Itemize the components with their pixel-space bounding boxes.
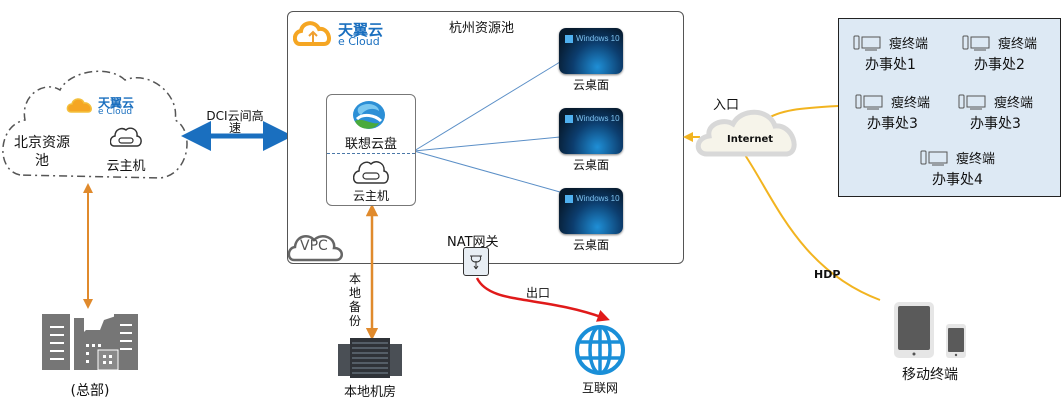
ecloud-logo-icon <box>66 98 92 113</box>
vpc-cloud-icon <box>287 234 343 262</box>
cloud-desktop-3[interactable]: Windows 10 云桌面 <box>559 188 623 253</box>
windows-10-icon: Windows 10 <box>559 28 623 74</box>
headquarters-label: (总部) <box>70 383 110 399</box>
lenovo-cloud-disk-icon <box>353 101 385 129</box>
office-terminal-5[interactable]: 瘦终端 办事处4 <box>920 148 995 189</box>
nat-gateway-icon[interactable] <box>463 247 489 276</box>
office-terminal-1[interactable]: 瘦终端 办事处1 <box>853 33 928 74</box>
os-label: Windows 10 <box>576 194 620 203</box>
thin-client-icon <box>962 35 990 50</box>
internet-label: 互联网 <box>581 381 618 395</box>
windows-logo-icon <box>565 195 573 203</box>
internet-cloud-label: Internet <box>726 134 773 145</box>
thin-client-icon <box>920 150 948 165</box>
hdp-label: HDP <box>814 268 841 281</box>
os-label: Windows 10 <box>576 34 620 43</box>
office-terminal-2[interactable]: 瘦终端 办事处2 <box>962 33 1037 74</box>
mobile-terminal-label: 移动终端 <box>902 367 958 383</box>
cloud-host-icon <box>353 161 389 184</box>
thin-client-icon <box>853 35 881 50</box>
beijing-pool-label: 北京资源池 <box>14 135 70 169</box>
ecloud-logo-cn: 天翼云 <box>98 96 135 110</box>
office-name: 办事处1 <box>865 57 916 73</box>
desktop-link-3 <box>413 150 561 193</box>
exit-label: 出口 <box>526 286 551 300</box>
cloud-desktop-2[interactable]: Windows 10 云桌面 <box>559 108 623 173</box>
thin-client-icon <box>958 94 986 109</box>
ecloud-logo-en: e Cloud <box>98 107 133 117</box>
mobile-devices-icon <box>894 302 966 358</box>
windows-10-icon: Windows 10 <box>559 108 623 154</box>
cloud-desktop-1[interactable]: Windows 10 云桌面 <box>559 28 623 93</box>
plug-icon <box>470 255 482 270</box>
cloud-desktop-label: 云桌面 <box>572 238 609 252</box>
hdp-link <box>744 154 881 301</box>
vpc-badge: VPC <box>287 230 348 266</box>
office-terminal-3[interactable]: 瘦终端 办事处3 <box>855 92 930 133</box>
dci-label: DCI云间高速 <box>206 109 264 135</box>
beijing-cloud-host-label: 云主机 <box>106 159 146 174</box>
thin-client-label: 瘦终端 <box>889 37 929 52</box>
thin-client-label: 瘦终端 <box>998 37 1038 52</box>
beijing-ecloud-logo: 天翼云 e Cloud <box>66 95 134 119</box>
hangzhou-pool-title: 杭州资源池 <box>449 21 515 36</box>
cloud-desktop-label: 云桌面 <box>572 78 609 92</box>
globe-icon <box>575 325 625 375</box>
windows-logo-icon <box>565 115 573 123</box>
cloud-disk-label: 联想云盘 <box>344 137 397 152</box>
thin-client-icon <box>855 94 883 109</box>
internet-cloud-icon <box>695 109 797 157</box>
hangzhou-ecloud-logo: 天翼云 e Cloud <box>292 18 383 52</box>
desktop-link-2 <box>413 136 561 152</box>
os-label: Windows 10 <box>576 114 620 123</box>
office-name: 办事处3 <box>970 116 1021 132</box>
desktop-link-1 <box>413 61 561 152</box>
office-name: 办事处2 <box>974 57 1025 73</box>
thin-client-label: 瘦终端 <box>956 152 996 167</box>
office-terminal-4[interactable]: 瘦终端 办事处3 <box>958 92 1033 133</box>
office-name: 办事处4 <box>932 172 983 188</box>
entrance-label: 入口 <box>713 98 740 113</box>
thin-client-label: 瘦终端 <box>994 96 1034 111</box>
cloud-desktop-label: 云桌面 <box>572 158 609 172</box>
windows-10-icon: Windows 10 <box>559 188 623 234</box>
server-group-box: 联想云盘 云主机 <box>326 94 416 206</box>
ecloud-logo-en: e Cloud <box>338 35 380 48</box>
ecloud-logo-cn: 天翼云 <box>338 21 384 39</box>
local-backup-label: 本地备份 <box>349 272 362 328</box>
cloud-host-label: 云主机 <box>352 189 389 203</box>
headquarters-building-icon <box>42 314 138 370</box>
exit-arrow <box>475 277 610 322</box>
cloud-host-icon <box>110 127 142 147</box>
nat-gateway-label: NAT网关 <box>447 235 499 250</box>
thin-client-label: 瘦终端 <box>891 96 931 111</box>
local-datacenter-label: 本地机房 <box>343 385 396 400</box>
group-divider <box>327 153 415 154</box>
windows-logo-icon <box>565 35 573 43</box>
office-name: 办事处3 <box>867 116 918 132</box>
server-rack-icon <box>338 338 402 378</box>
vpc-label: VPC <box>300 238 328 254</box>
ecloud-logo-icon <box>292 21 331 46</box>
